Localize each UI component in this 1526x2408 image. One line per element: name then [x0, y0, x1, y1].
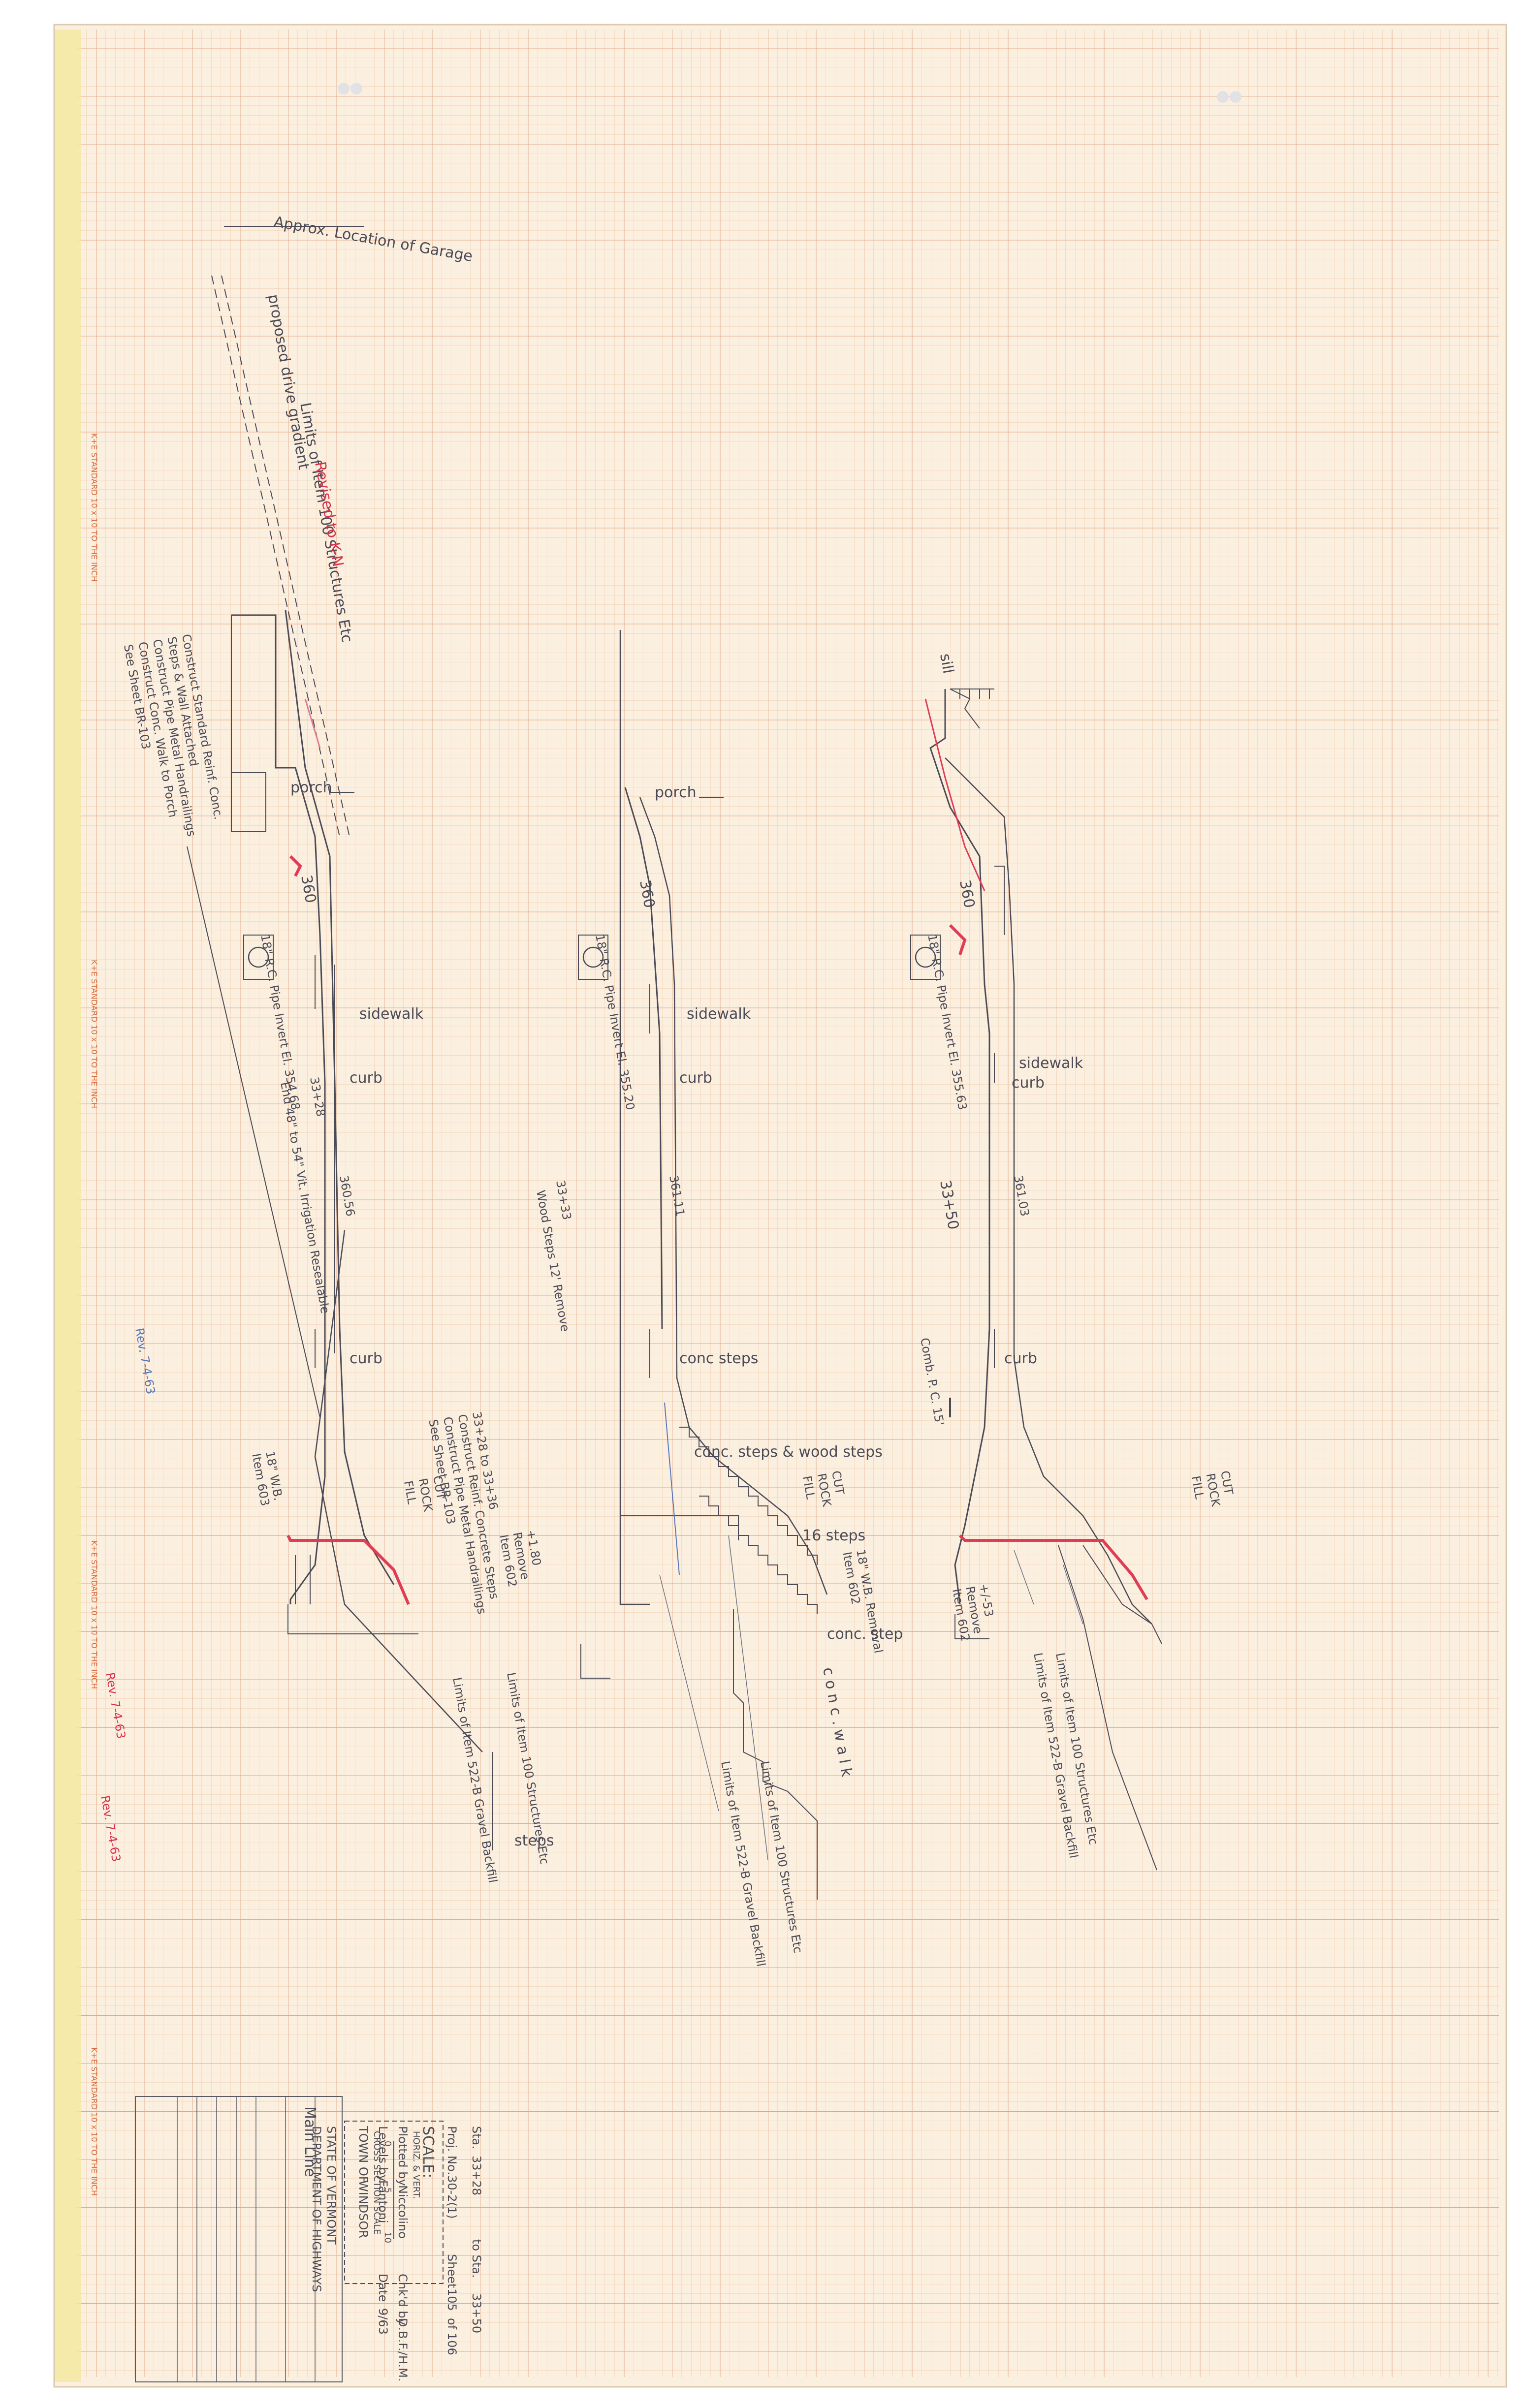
- conc-steps-wood-label: conc. steps & wood steps: [694, 1443, 883, 1461]
- margin-stamps: K+E STANDARD 10 x 10 TO THE INCH K+E STA…: [90, 433, 99, 2196]
- curb-top-label-3: curb: [1012, 1074, 1045, 1092]
- svg-text:Plotted by: Plotted by: [396, 2126, 410, 2186]
- steps-label: steps: [514, 1832, 554, 1849]
- levels-value: Fantoni: [376, 2180, 390, 2223]
- sidewalk-label-3: sidewalk: [1019, 1055, 1083, 1072]
- chkd-value: D.B.F./H.M.: [396, 2318, 410, 2381]
- svg-text:of: of: [445, 2318, 459, 2330]
- stamp-text-4: K+E STANDARD 10 x 10 TO THE INCH: [90, 2047, 99, 2196]
- department-text: DEPARTMENT OF HIGHWAYS: [310, 2126, 323, 2292]
- sill-label: sill: [936, 652, 957, 675]
- paper-grid: [76, 30, 1499, 2377]
- plotted-value: Niccolino: [396, 2185, 410, 2239]
- porch-label: porch: [290, 779, 332, 796]
- main-line: Main Line: [301, 2106, 318, 2177]
- svg-text:Sheet: Sheet: [445, 2254, 459, 2288]
- conc-steps-label: conc steps: [679, 1350, 758, 1367]
- curb-top-label: curb: [350, 1069, 382, 1087]
- legend-tick-0: 0: [382, 2141, 393, 2146]
- steps-16-label: 16 steps: [802, 1527, 865, 1544]
- punch-holes: [338, 83, 1241, 103]
- svg-text:Chk'd by: Chk'd by: [396, 2274, 410, 2325]
- sta-from: 33+28: [470, 2156, 483, 2195]
- proj-value: 30-2(1): [445, 2175, 459, 2219]
- conc-step-label: conc. step: [827, 1626, 903, 1643]
- svg-text:to Sta.: to Sta.: [470, 2239, 483, 2278]
- item-note-3b: +/-53 Remove Item 602: [950, 1583, 996, 1642]
- stamp-text-3: K+E STANDARD 10 x 10 TO THE INCH: [90, 1540, 99, 1689]
- porch-label-2: porch: [655, 784, 697, 801]
- stamp-text: K+E STANDARD 10 x 10 TO THE INCH: [90, 433, 99, 582]
- state-text: STATE OF VERMONT: [324, 2126, 338, 2245]
- svg-text:Levels by: Levels by: [376, 2126, 390, 2182]
- legend-tick-10: 10: [382, 2232, 393, 2243]
- svg-text:Sta.: Sta.: [470, 2126, 483, 2149]
- cut-fill-3a: CUT ROCK FILL: [800, 1470, 847, 1508]
- sheet-value: 105: [445, 2288, 459, 2311]
- curb-bottom-label-3: curb: [1004, 1350, 1037, 1367]
- scale-label: SCALE:: [419, 2126, 437, 2178]
- curb-bottom-label: curb: [350, 1350, 382, 1367]
- town-value: WINDSOR: [356, 2180, 370, 2238]
- svg-text:TOWN OF: TOWN OF: [356, 2126, 370, 2183]
- legend-title: CROSS SECTION SCALE: [372, 2131, 382, 2235]
- stamp-text-2: K+E STANDARD 10 x 10 TO THE INCH: [90, 960, 99, 1108]
- sta-to: 33+50: [470, 2293, 483, 2333]
- title-header: STATE OF VERMONT DEPARTMENT OF HIGHWAYS: [310, 2126, 338, 2292]
- sidewalk-label: sidewalk: [359, 1005, 424, 1023]
- scale-legend: CROSS SECTION SCALE HORIZ. & VERT. 0 5 1…: [344, 2121, 444, 2284]
- curb-top-label-2: curb: [679, 1069, 712, 1087]
- svg-text:Date: Date: [376, 2274, 390, 2302]
- sidewalk-label-2: sidewalk: [687, 1005, 751, 1023]
- title-block: Main Line STATE OF VERMONT DEPARTMENT OF…: [135, 2096, 483, 2382]
- date-value: 9/63: [376, 2308, 390, 2335]
- legend-horiz: HORIZ. & VERT.: [411, 2131, 421, 2199]
- sheet-total: 106: [445, 2333, 459, 2355]
- paper-border: [53, 24, 1507, 2388]
- legend-tick-5: 5: [382, 2188, 393, 2193]
- yellow-margin-strip: [54, 30, 81, 2382]
- svg-text:Proj. No.: Proj. No.: [445, 2126, 459, 2175]
